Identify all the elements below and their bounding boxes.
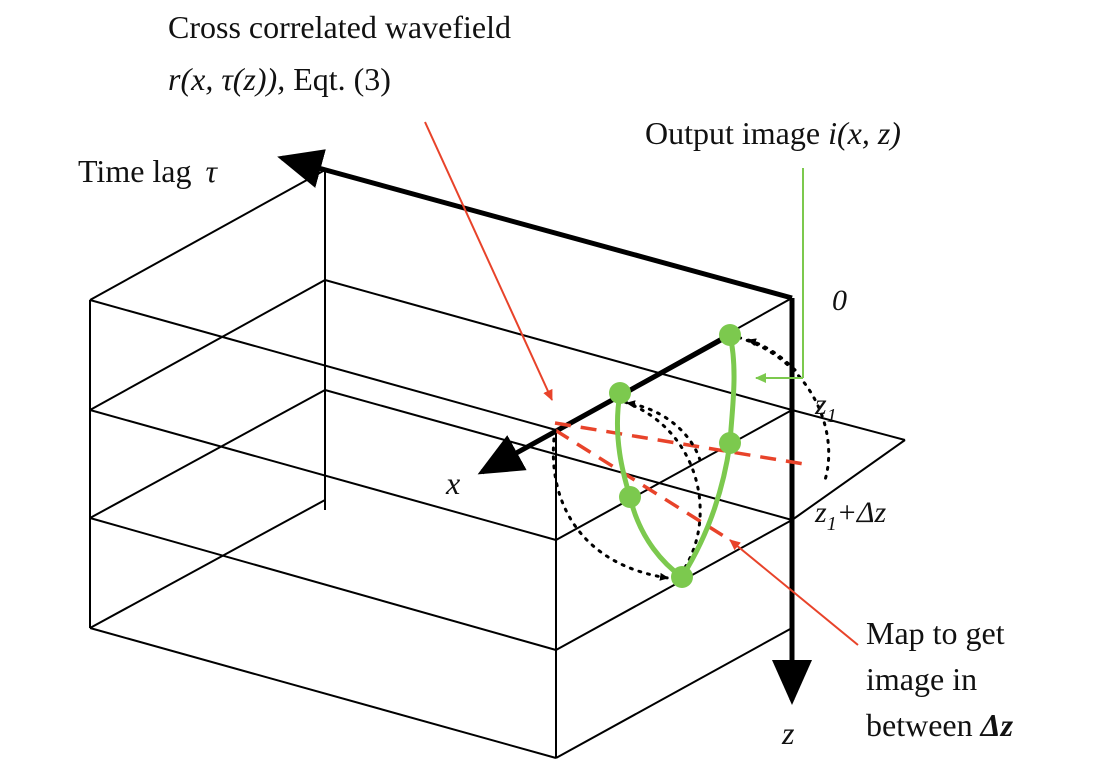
green-curves: [615, 332, 737, 580]
x-axis-label: x: [445, 465, 460, 501]
red-dashed-lines: [554, 421, 811, 542]
zero-label: 0: [832, 284, 847, 317]
dotted-arcs: [551, 333, 831, 581]
time-lag-axis: [277, 149, 793, 301]
map-arrow: [729, 539, 859, 646]
output-image-label: Output image i(x, z): [645, 115, 901, 151]
wavefield-label-line1: Cross correlated wavefield: [168, 9, 511, 45]
map-label-line2: image in: [866, 661, 977, 697]
output-callout: [755, 168, 804, 383]
time-lag-label: Time lag τ: [78, 153, 219, 189]
map-label-line3: between Δz: [866, 707, 1014, 743]
map-label-line1: Map to get: [866, 615, 1005, 651]
z1-label: z1: [814, 388, 837, 427]
green-points: [609, 324, 741, 588]
wavefield-arrow: [424, 121, 553, 401]
red-callouts: [424, 121, 859, 646]
z-axis-label: z: [781, 715, 795, 751]
axes: [277, 149, 812, 705]
x-axis: [477, 333, 730, 475]
wavefield-label-line2: r(x, τ(z)), Eqt. (3): [168, 61, 391, 97]
z1-dz-label: z1+Δz: [814, 496, 887, 535]
